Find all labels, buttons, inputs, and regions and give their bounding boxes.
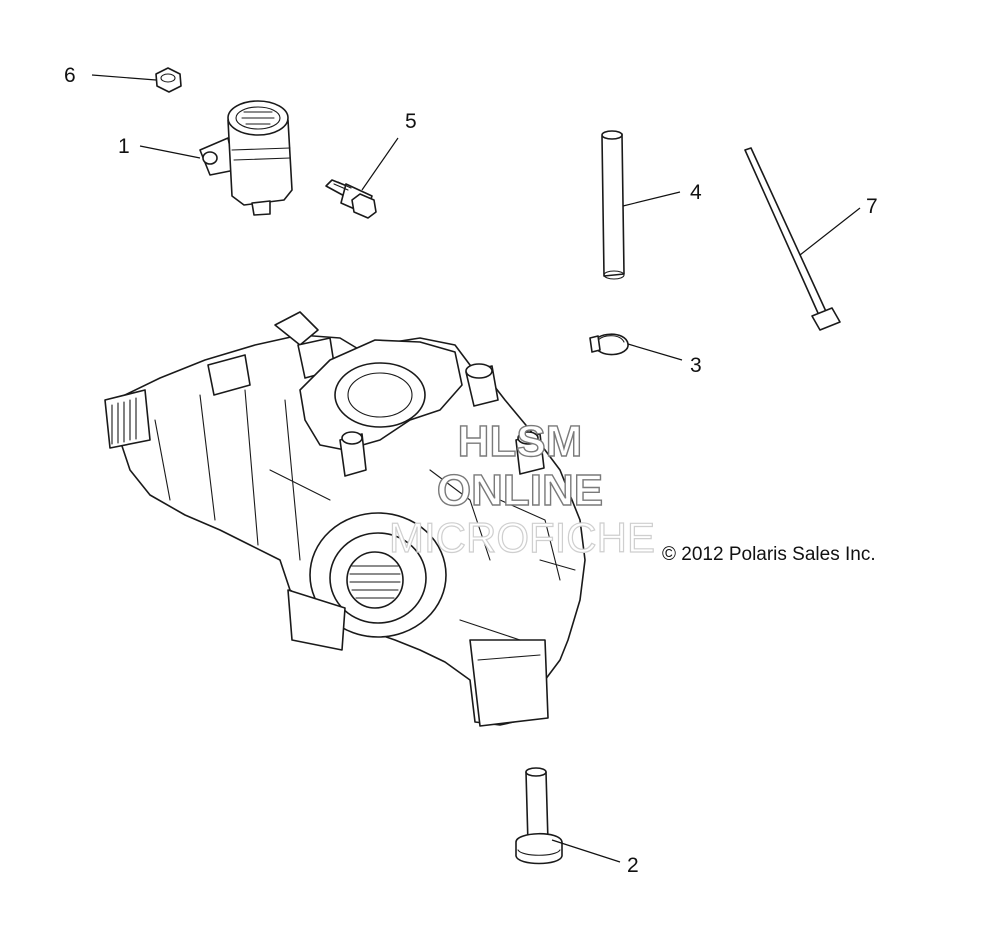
leader-line-1 xyxy=(139,145,201,159)
watermark-line-3: MICROFICHE xyxy=(389,514,655,561)
callout-labels: 6 1 5 4 7 3 2 xyxy=(64,64,878,877)
bolt-part-2 xyxy=(515,767,563,865)
callout-2: 2 xyxy=(627,854,639,877)
callout-1: 1 xyxy=(118,135,130,158)
watermark-line-1: HLSM xyxy=(458,417,583,466)
leader-line-2 xyxy=(551,839,621,863)
cable-tie-part xyxy=(744,147,841,331)
watermark-line-2: ONLINE xyxy=(437,466,603,515)
callout-5: 5 xyxy=(405,110,417,133)
callout-4: 4 xyxy=(690,181,702,204)
bolt-part-5 xyxy=(325,179,377,219)
vent-tube-part xyxy=(601,130,625,280)
leader-line-4 xyxy=(622,191,681,207)
callout-6: 6 xyxy=(64,64,76,87)
callout-3: 3 xyxy=(690,354,702,377)
leader-line-6 xyxy=(91,74,157,81)
reservoir-part xyxy=(199,100,293,216)
leader-line-7 xyxy=(799,207,861,256)
leader-line-5 xyxy=(361,137,399,191)
gearcase-housing xyxy=(104,311,586,727)
watermark: HLSM ONLINE MICROFICHE xyxy=(388,416,655,561)
hose-clamp-part xyxy=(589,333,629,356)
copyright-text: © 2012 Polaris Sales Inc. xyxy=(662,544,876,565)
leader-line-3 xyxy=(627,343,683,361)
callout-7: 7 xyxy=(866,195,878,218)
nut-part xyxy=(155,67,182,93)
leader-lines xyxy=(91,74,861,863)
